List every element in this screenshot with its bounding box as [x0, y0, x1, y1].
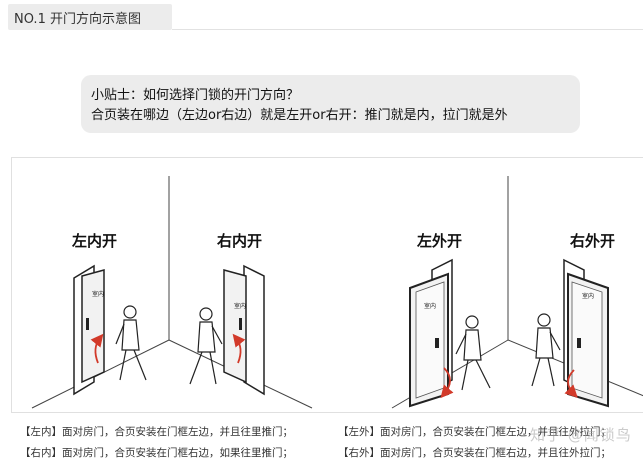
door-label: 室内 — [234, 302, 246, 310]
panel-right-inward: 右内开 室内 — [189, 232, 265, 396]
caption-left-outward: 【左外】面对房门，合页安装在门框左边，并且往外拉门； — [338, 426, 611, 438]
door-label: 室内 — [582, 292, 594, 300]
door-label: 室内 — [424, 302, 436, 310]
page-title: NO.1 开门方向示意图 — [14, 11, 141, 27]
scene-svg: 左内开 室内 右内开 — [31, 176, 643, 409]
person-figure — [115, 305, 147, 381]
door-frame — [243, 264, 265, 396]
swing-arrow — [90, 333, 104, 364]
panel-left-outward: 左外开 室内 — [409, 232, 491, 408]
swing-arrow — [232, 333, 246, 364]
person-figure — [455, 315, 491, 391]
swing-arrow — [440, 367, 454, 399]
panel-label: 右内开 — [217, 232, 262, 250]
person-figure — [189, 307, 223, 385]
panel-right-outward: 右外开 室内 — [531, 232, 615, 408]
caption-row-2: 【右内】面对房门，合页安装在门框右边，如果往里推门； 【右外】面对房门，合页安装… — [20, 445, 643, 463]
door-leaf: 室内 — [223, 269, 247, 384]
tip-box: 小贴士：如何选择门锁的开门方向？ 合页装在哪边（左边or右边）就是左开or右开：… — [81, 75, 580, 133]
panel-label: 左外开 — [416, 232, 462, 250]
caption-right-outward: 【右外】面对房门，合页安装在门框右边，并且往外拉门； — [338, 447, 611, 459]
watermark: 知乎 @闻锁鸟 — [530, 426, 632, 444]
caption-row-1: 【左内】面对房门，合页安装在门框左边，并且往里推门； 【左外】面对房门，合页安装… — [20, 424, 643, 442]
door-leaf: 室内 — [567, 272, 609, 408]
door-label: 室内 — [92, 290, 104, 298]
title-divider — [172, 29, 643, 30]
tip-line-2: 合页装在哪边（左边or右边）就是左开or右开：推门就是内，拉门就是外 — [91, 108, 508, 123]
tip-line-1: 小贴士：如何选择门锁的开门方向？ — [91, 88, 300, 103]
panel-label: 右外开 — [570, 232, 615, 250]
door-direction-illustration: 左内开 室内 右内开 — [11, 157, 643, 413]
title-bar: NO.1 开门方向示意图 — [8, 4, 172, 30]
panel-label: 左内开 — [71, 232, 117, 250]
door-leaf: 室内 — [81, 269, 105, 384]
person-figure — [531, 313, 561, 387]
panel-left-inward: 左内开 室内 — [71, 232, 147, 396]
door-leaf: 室内 — [409, 272, 449, 408]
caption-left-inward: 【左内】面对房门，合页安装在门框左边，并且往里推门； — [20, 426, 293, 438]
swing-arrow — [564, 369, 578, 398]
caption-right-inward: 【右内】面对房门，合页安装在门框右边，如果往里推门； — [20, 447, 293, 459]
